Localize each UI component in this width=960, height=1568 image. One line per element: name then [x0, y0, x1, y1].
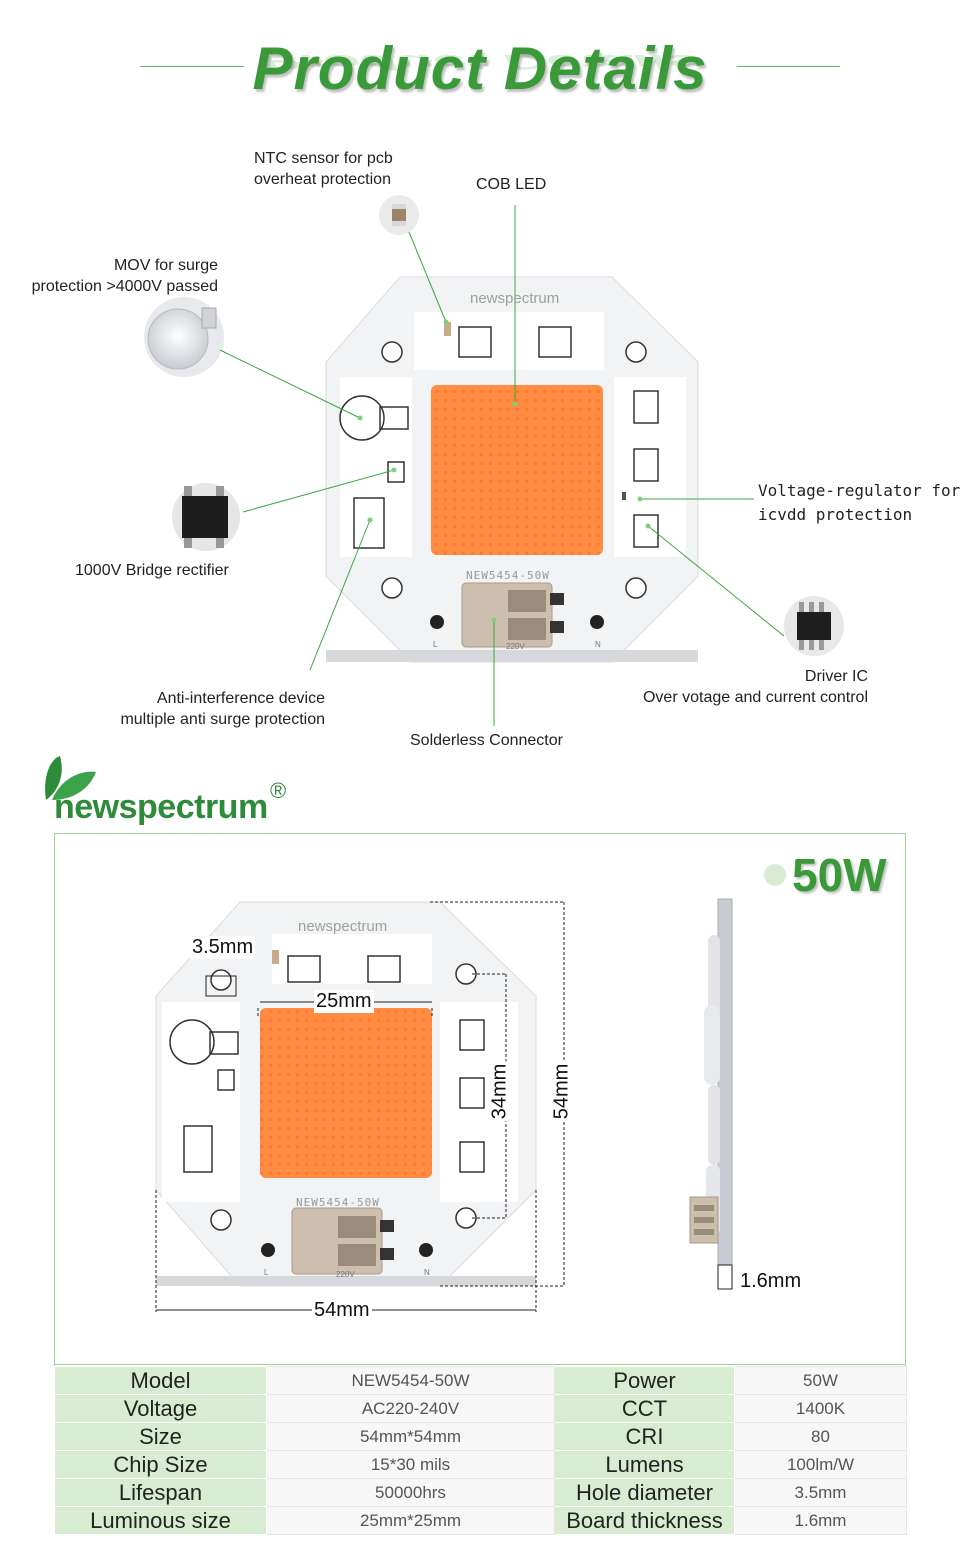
- table-row: Model NEW5454-50W Power 50W: [54, 1366, 907, 1395]
- width-dim: 54mm: [312, 1299, 372, 1322]
- spec-key: Luminous size: [54, 1506, 267, 1535]
- header-line-left: [140, 66, 244, 67]
- spec-key: CCT: [554, 1394, 735, 1423]
- board-voltage-top: 220V: [506, 642, 525, 651]
- spec-key: Hole diameter: [554, 1478, 735, 1507]
- spec-key: Model: [54, 1366, 267, 1395]
- board-model-top: NEW5454-50W: [466, 569, 550, 582]
- luminous-size-dim: 25mm: [314, 990, 374, 1013]
- leaf-logo-icon: [45, 756, 96, 800]
- spec-value: 54mm*54mm: [266, 1422, 555, 1451]
- spec-key: CRI: [554, 1422, 735, 1451]
- driver-ic-photo: [784, 596, 844, 656]
- spec-value: 100lm/W: [734, 1450, 907, 1479]
- spec-value: 3.5mm: [734, 1478, 907, 1507]
- spec-value: 80: [734, 1422, 907, 1451]
- spec-value: 15*30 mils: [266, 1450, 555, 1479]
- hole-spacing-dim: 34mm: [488, 1061, 512, 1122]
- spec-value: NEW5454-50W: [266, 1366, 555, 1395]
- spec-key: Board thickness: [554, 1506, 735, 1535]
- table-row: Size 54mm*54mm CRI 80: [54, 1422, 907, 1451]
- board-brand-top: newspectrum: [470, 290, 560, 307]
- height-dim: 54mm: [550, 1061, 574, 1122]
- ntc-photo: [379, 195, 419, 235]
- brand-name: newspectrum: [54, 788, 268, 826]
- connector-label: Solderless Connector: [410, 732, 563, 749]
- spec-key: Chip Size: [54, 1450, 267, 1479]
- spec-value: 25mm*25mm: [266, 1506, 555, 1535]
- mov-photo: [144, 297, 224, 377]
- page-title: Product Details: [252, 35, 708, 102]
- rectifier-photo: [172, 483, 240, 551]
- spec-key: Lumens: [554, 1450, 735, 1479]
- board-voltage-bottom: 220V: [336, 1270, 355, 1279]
- spec-value: 50W: [734, 1366, 907, 1395]
- table-row: Lifespan 50000hrs Hole diameter 3.5mm: [54, 1478, 907, 1507]
- cob-label: COB LED: [476, 176, 547, 193]
- board-pin-l-bottom: L: [264, 1268, 269, 1277]
- board-model-bottom: NEW5454-50W: [296, 1196, 380, 1209]
- bridge-label: 1000V Bridge rectifier: [75, 562, 229, 579]
- spec-frame: [54, 833, 906, 1535]
- table-row: Luminous size 25mm*25mm Board thickness …: [54, 1506, 907, 1535]
- spec-value: 50000hrs: [266, 1478, 555, 1507]
- board-pin-l-top: L: [433, 640, 438, 649]
- spec-key: Voltage: [54, 1394, 267, 1423]
- brand-registered: ®: [270, 778, 287, 803]
- header-line-right: [737, 66, 840, 67]
- side-view: [689, 898, 733, 1290]
- board-pin-n-bottom: N: [424, 1268, 430, 1277]
- board-brand-bottom: newspectrum: [298, 918, 388, 935]
- table-row: Chip Size 15*30 mils Lumens 100lm/W: [54, 1450, 907, 1479]
- spec-value: 1.6mm: [734, 1506, 907, 1535]
- spec-table: Model NEW5454-50W Power 50W Voltage AC22…: [54, 1366, 907, 1535]
- cob-board: [325, 276, 699, 663]
- spec-key: Lifespan: [54, 1478, 267, 1507]
- leader-dots: [357, 319, 651, 623]
- wattage-badge: 50W: [792, 849, 887, 901]
- leader-lines: [219, 205, 785, 726]
- table-row: Voltage AC220-240V CCT 1400K: [54, 1394, 907, 1423]
- spec-key: Power: [554, 1366, 735, 1395]
- spec-frame-divider: [54, 1364, 906, 1365]
- watt-dot: [764, 864, 786, 886]
- spec-value: AC220-240V: [266, 1394, 555, 1423]
- board-pin-n-top: N: [595, 640, 601, 649]
- cob-board-dimensioned: [155, 901, 537, 1287]
- cob-led-array: [431, 385, 603, 555]
- board-diagram: [144, 195, 844, 726]
- thickness-dim: 1.6mm: [738, 1270, 804, 1293]
- cob-led-array-2: [260, 1008, 432, 1178]
- dimension-drawing: [155, 901, 565, 1312]
- hole-diameter-dim: 3.5mm: [190, 936, 256, 959]
- spec-value: 1400K: [734, 1394, 907, 1423]
- spec-key: Size: [54, 1422, 267, 1451]
